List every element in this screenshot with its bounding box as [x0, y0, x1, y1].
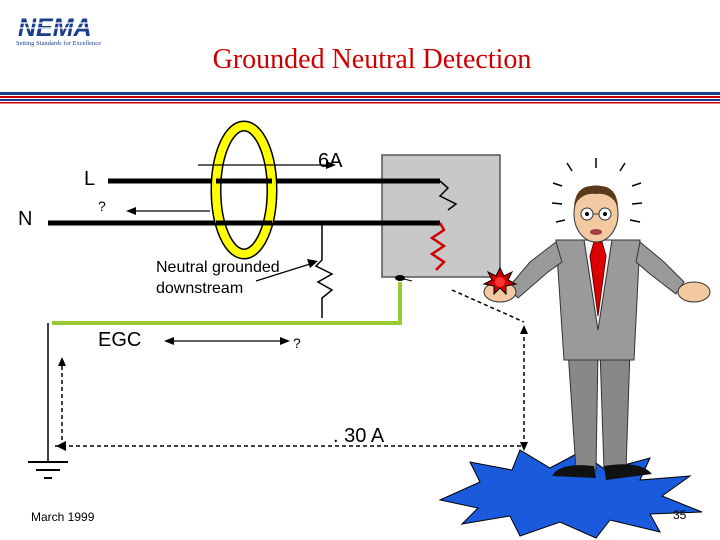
shock-contact-icon: [482, 266, 518, 296]
box-ground-terminal: [395, 275, 405, 281]
arrow-downstream: [255, 263, 311, 282]
neutral-current-unknown-label: ?: [98, 198, 106, 214]
sensor-current-label: 6A: [318, 150, 343, 172]
egc-label: EGC: [98, 329, 142, 351]
page-number: 35: [673, 508, 687, 522]
footer-date: March 1999: [31, 510, 95, 524]
nema-logo-text: NEMA: [18, 14, 92, 40]
downstream-ground-resistor: [314, 223, 334, 318]
neutral-label: N: [18, 208, 33, 230]
page-title: Grounded Neutral Detection: [212, 44, 532, 75]
logo-tagline: Setting Standards for Excellence: [16, 40, 102, 47]
nema-logo: NEMA: [16, 14, 106, 40]
load-resistor-upper: [438, 180, 458, 211]
earth-ground-icon: [28, 323, 68, 479]
downstream-note: Neutral grounded downstream: [156, 259, 280, 297]
line-label: L: [84, 168, 96, 190]
appliance-enclosure: [381, 154, 501, 278]
fault-resistor: [429, 222, 447, 271]
ground-current-label: . 30 A: [333, 425, 385, 447]
shocked-person-illustration: [483, 158, 711, 480]
egc-wire: [52, 282, 402, 325]
egc-current-unknown-label: ?: [293, 335, 301, 351]
header-rule: [0, 92, 720, 104]
fault-current-path: [451, 289, 525, 323]
ground-puddle: [438, 449, 703, 539]
